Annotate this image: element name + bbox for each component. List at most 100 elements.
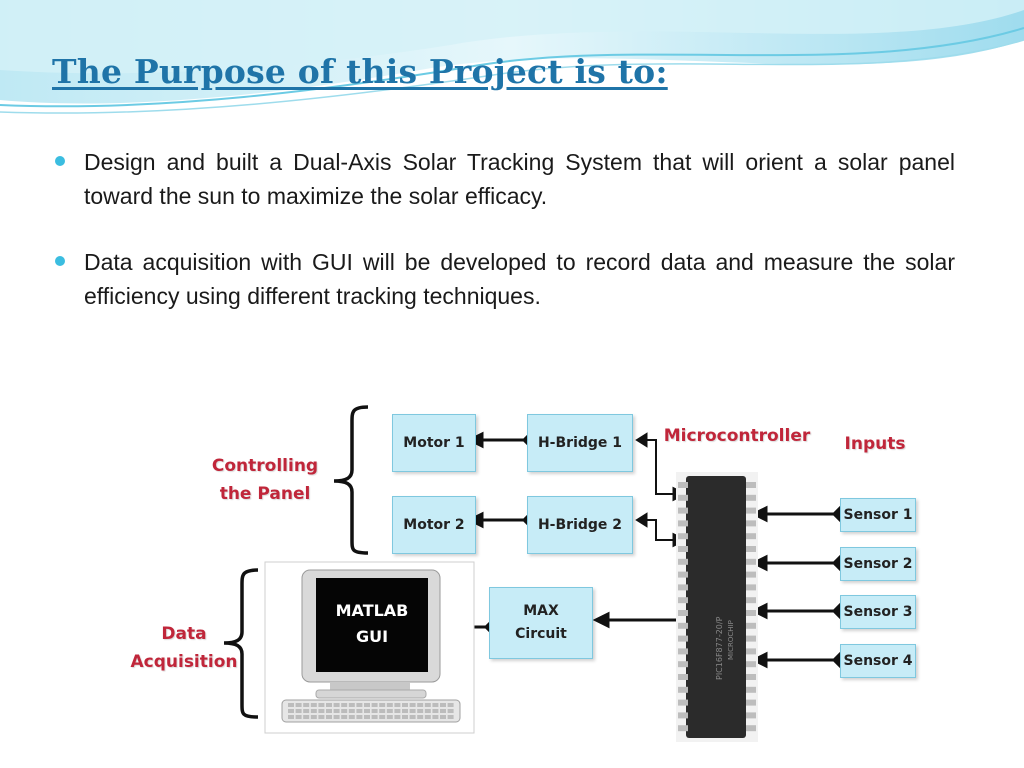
chip-pin xyxy=(746,674,756,680)
h-bridge-1-box: H-Bridge 1 xyxy=(527,414,633,472)
chip-pin xyxy=(746,546,756,552)
keyboard-key xyxy=(372,703,378,707)
motor-2-box: Motor 2 xyxy=(392,496,476,554)
keyboard-key xyxy=(440,715,446,719)
keyboard-key xyxy=(334,709,340,713)
keyboard-key xyxy=(372,709,378,713)
keyboard-key xyxy=(364,715,370,719)
keyboard-key xyxy=(318,703,324,707)
keyboard-key xyxy=(448,709,454,713)
chip-pin xyxy=(746,610,756,616)
chip-pin xyxy=(678,546,688,552)
keyboard-key xyxy=(334,703,340,707)
keyboard-key xyxy=(379,709,385,713)
keyboard-key xyxy=(387,703,393,707)
inputs-label: Inputs xyxy=(840,430,910,458)
keyboard-key xyxy=(364,709,370,713)
controlling-panel-label: Controlling the Panel xyxy=(194,452,336,508)
sensor-1-box: Sensor 1 xyxy=(840,498,916,532)
keyboard-key xyxy=(432,709,438,713)
keyboard-key xyxy=(341,709,347,713)
keyboard-key xyxy=(410,715,416,719)
chip-pin xyxy=(746,623,756,629)
keyboard-key xyxy=(296,709,302,713)
keyboard-key xyxy=(394,703,400,707)
chip-pin xyxy=(746,597,756,603)
keyboard-key xyxy=(387,709,393,713)
keyboard-key xyxy=(440,703,446,707)
keyboard-key xyxy=(402,715,408,719)
chip-pin xyxy=(678,687,688,693)
chip-pin xyxy=(746,648,756,654)
chip-pin xyxy=(746,584,756,590)
chip-pin xyxy=(678,648,688,654)
keyboard-key xyxy=(394,709,400,713)
chip-pin xyxy=(678,482,688,488)
keyboard-key xyxy=(410,703,416,707)
keyboard-key xyxy=(425,709,431,713)
chip-pin xyxy=(678,559,688,565)
matlab-gui-label: MATLAB GUI xyxy=(326,598,418,650)
keyboard-key xyxy=(318,715,324,719)
keyboard-key xyxy=(394,715,400,719)
keyboard-key xyxy=(288,715,294,719)
keyboard-key xyxy=(311,703,317,707)
chip-pin xyxy=(678,610,688,616)
keyboard-key xyxy=(448,715,454,719)
chip-pin xyxy=(678,636,688,642)
microcontroller-chip: PIC16F877-20/P MICROCHIP xyxy=(676,472,758,742)
sensor-2-box: Sensor 2 xyxy=(840,547,916,581)
chip-pin xyxy=(678,520,688,526)
keyboard-key xyxy=(303,715,309,719)
keyboard-key xyxy=(341,703,347,707)
keyboard-key xyxy=(311,715,317,719)
svg-text:PIC16F877-20/P: PIC16F877-20/P xyxy=(715,616,724,680)
chip-pin xyxy=(678,712,688,718)
keyboard-key xyxy=(326,709,332,713)
keyboard-key xyxy=(440,709,446,713)
chip-pin xyxy=(746,482,756,488)
keyboard-key xyxy=(296,703,302,707)
chip-pin xyxy=(678,508,688,514)
keyboard-key xyxy=(387,715,393,719)
chip-pin xyxy=(746,495,756,501)
keyboard-key xyxy=(417,715,423,719)
keyboard-key xyxy=(432,715,438,719)
h-bridge-2-box: H-Bridge 2 xyxy=(527,496,633,554)
motor-1-box: Motor 1 xyxy=(392,414,476,472)
chip-pin xyxy=(678,572,688,578)
keyboard-key xyxy=(349,715,355,719)
chip-pin xyxy=(678,584,688,590)
chip-pin xyxy=(746,661,756,667)
keyboard-key xyxy=(349,709,355,713)
keyboard-key xyxy=(402,703,408,707)
chip-pin xyxy=(746,700,756,706)
keyboard-key xyxy=(448,703,454,707)
keyboard-key xyxy=(379,715,385,719)
chip-pin xyxy=(746,572,756,578)
keyboard-key xyxy=(379,703,385,707)
keyboard-key xyxy=(410,709,416,713)
chip-pin xyxy=(678,623,688,629)
keyboard-key xyxy=(318,709,324,713)
chip-pin xyxy=(746,687,756,693)
keyboard-key xyxy=(303,709,309,713)
keyboard-key xyxy=(326,703,332,707)
keyboard-key xyxy=(349,703,355,707)
chip-pin xyxy=(678,597,688,603)
chip-pin xyxy=(678,700,688,706)
keyboard-key xyxy=(288,709,294,713)
chip-pin xyxy=(746,725,756,731)
keyboard-key xyxy=(432,703,438,707)
keyboard-key xyxy=(326,715,332,719)
keyboard-key xyxy=(417,703,423,707)
keyboard-key xyxy=(425,715,431,719)
keyboard-key xyxy=(356,709,362,713)
keyboard-key xyxy=(296,715,302,719)
keyboard-key xyxy=(334,715,340,719)
svg-text:MICROCHIP: MICROCHIP xyxy=(727,620,735,660)
chip-pin xyxy=(746,712,756,718)
keyboard-key xyxy=(364,703,370,707)
keyboard-key xyxy=(356,703,362,707)
chip-pin xyxy=(678,725,688,731)
